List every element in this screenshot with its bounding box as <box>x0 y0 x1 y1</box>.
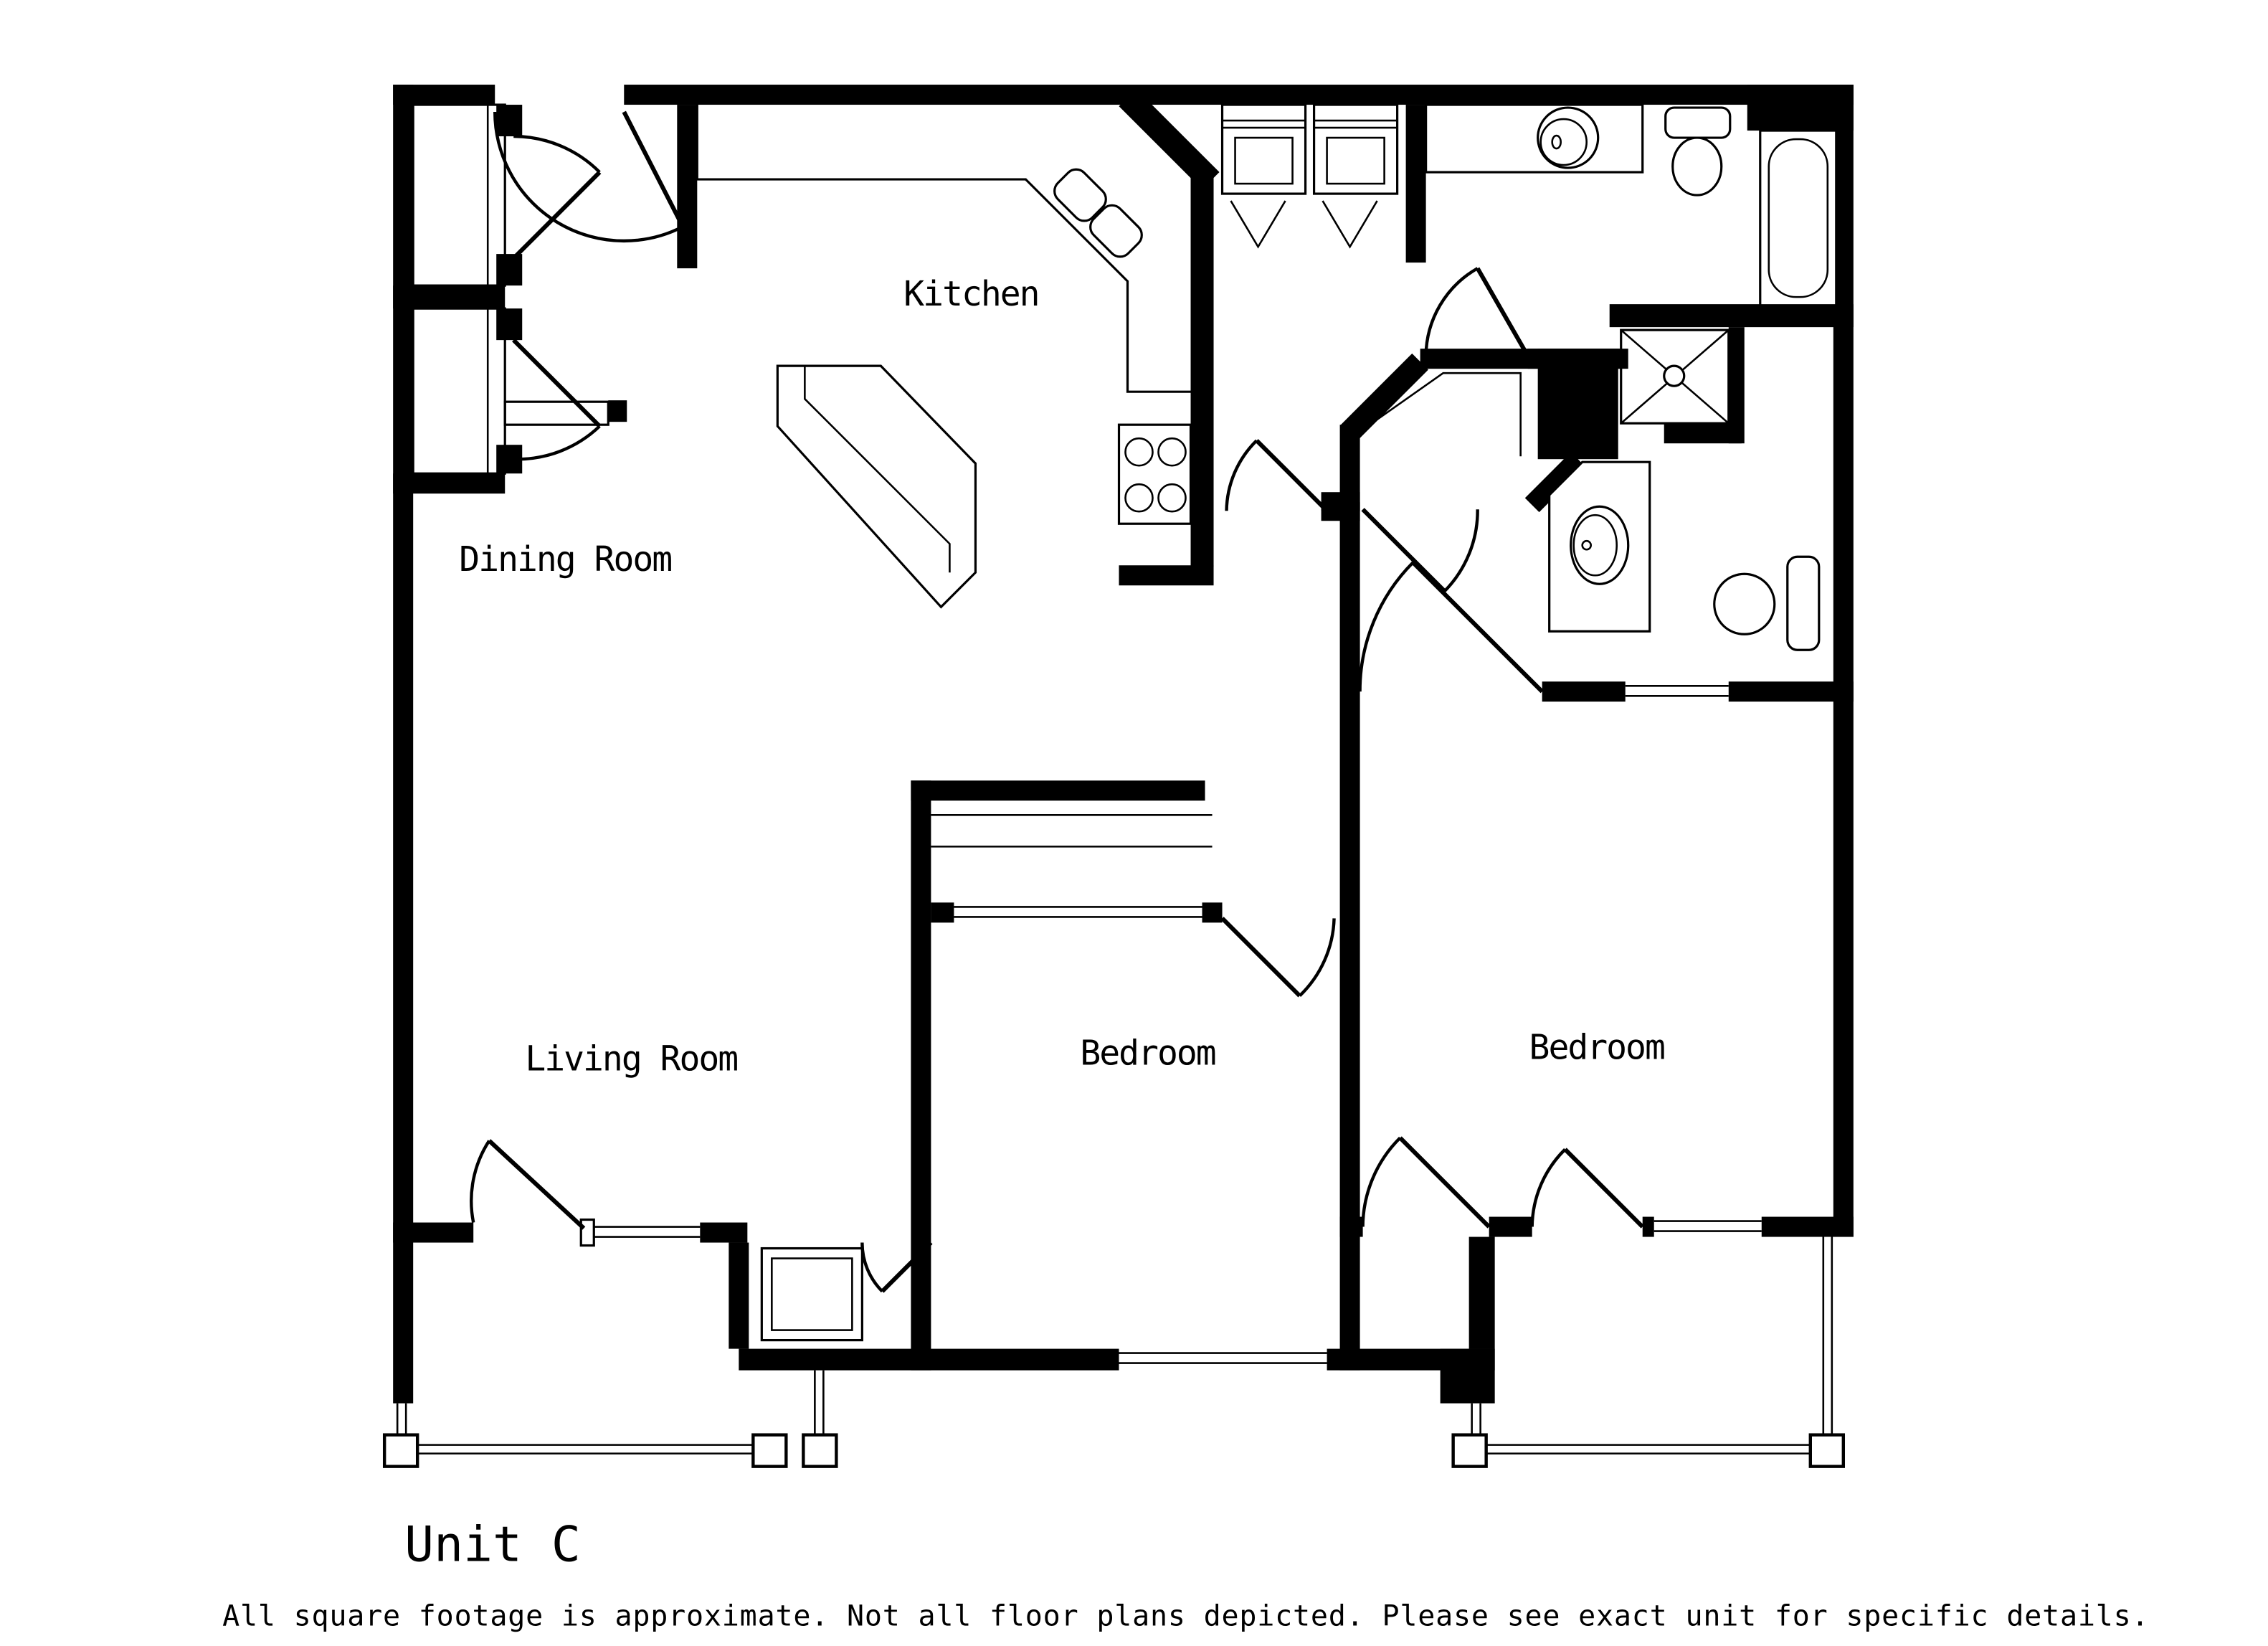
bath2-angled-wall <box>1524 452 1585 513</box>
bedroom1-left-wall <box>911 780 931 1371</box>
kitchen-hall-wall <box>1190 169 1214 567</box>
porch-post <box>1451 1433 1488 1468</box>
entry-bottom-wall <box>393 473 506 494</box>
toilet-icon <box>1664 106 1732 197</box>
bedroom-2 <box>1339 1136 1854 1404</box>
porch-post <box>1808 1433 1846 1468</box>
corner-wall <box>1747 85 1854 131</box>
disclaimer-text: All square footage is approximate. Not a… <box>222 1600 2149 1633</box>
porch-post <box>382 1433 419 1468</box>
hallway <box>1225 425 1360 1371</box>
washer-icon <box>1220 103 1307 249</box>
entry-door <box>493 110 685 243</box>
bath2-bottom-wall-left <box>1542 681 1626 702</box>
wic-bath-pier <box>1537 349 1618 460</box>
kitchen-label: Kitchen <box>903 274 1038 314</box>
living-room-door <box>470 1139 595 1247</box>
dining-half-wall <box>503 400 627 426</box>
bedroom2-porch-door <box>1530 1148 1644 1229</box>
hall-door <box>1225 439 1329 513</box>
bathroom2-door <box>1358 561 1544 694</box>
bathtub-icon <box>1759 129 1838 307</box>
bedroom2-closet-wall <box>1468 1236 1495 1349</box>
entry <box>393 103 698 494</box>
bath2-bottom-wall-right <box>1728 681 1854 702</box>
kitchen-wall-stub <box>1119 565 1214 586</box>
dining-room-label: Dining Room <box>459 539 671 580</box>
porch-post <box>751 1433 788 1468</box>
entry-closet-upper <box>412 103 602 287</box>
kitchen-counter <box>696 105 1191 393</box>
laundry <box>1220 103 1426 263</box>
shower-icon <box>1620 328 1730 425</box>
closet-divider-wall <box>393 285 506 309</box>
bedroom1-window <box>1119 1352 1327 1364</box>
bedroom1-door <box>1220 917 1336 998</box>
wic-door <box>1361 508 1479 593</box>
bathroom1-door <box>1424 267 1530 357</box>
bedroom-1 <box>739 780 1495 1371</box>
bedroom2-closet-door <box>1361 1136 1491 1229</box>
wic-diagonal-wall <box>1340 353 1428 442</box>
patio-storage-wall <box>729 1242 749 1349</box>
patio-storage-closet <box>760 1247 863 1342</box>
left-porch <box>382 1370 838 1468</box>
shower-side-wall <box>1728 327 1745 444</box>
patio-storage-door <box>860 1241 933 1293</box>
laundry-wall <box>1405 105 1426 263</box>
entry-closet-lower <box>412 307 602 475</box>
central-wall <box>1339 425 1360 1371</box>
toilet-icon <box>1713 555 1821 651</box>
bathroom2-vanity <box>1548 460 1651 633</box>
bathroom-1 <box>1424 85 1854 444</box>
bedroom2-closet-stub <box>1440 1348 1495 1404</box>
kitchen-sink-icon <box>1053 168 1143 258</box>
bedroom2-window <box>1653 1220 1762 1232</box>
bedroom1-top-wall <box>911 780 1205 801</box>
living-room-window <box>594 1226 701 1238</box>
entry-kitchen-wall <box>677 105 698 269</box>
wic-shelf-line <box>1365 372 1522 457</box>
unit-title: Unit C <box>404 1517 581 1574</box>
bedroom1-bottom-wall-left <box>739 1348 1119 1371</box>
bedroom2-label: Bedroom <box>1529 1027 1664 1067</box>
living-room-walls <box>393 1139 933 1349</box>
room-labels: Kitchen Dining Room Living Room Bedroom … <box>459 274 1666 1079</box>
kitchen-island <box>776 364 977 609</box>
tub-divider-wall <box>1609 304 1854 328</box>
bathroom-2 <box>1358 452 1854 702</box>
bathroom1-vanity <box>1425 103 1644 174</box>
porch-post <box>802 1433 838 1468</box>
bedroom1-label: Bedroom <box>1080 1033 1215 1073</box>
bedroom1-closet <box>931 814 1223 923</box>
stove-icon <box>1117 423 1192 525</box>
dryer-icon <box>1312 103 1399 249</box>
bath2-linen-opening <box>1625 684 1729 697</box>
living-room-label: Living Room <box>525 1039 737 1079</box>
walk-in-closet <box>1321 349 1628 593</box>
kitchen-diagonal-wall <box>1119 89 1220 190</box>
kitchen <box>696 89 1220 609</box>
right-porch <box>1451 1236 1846 1468</box>
outer-walls <box>393 85 1854 1404</box>
